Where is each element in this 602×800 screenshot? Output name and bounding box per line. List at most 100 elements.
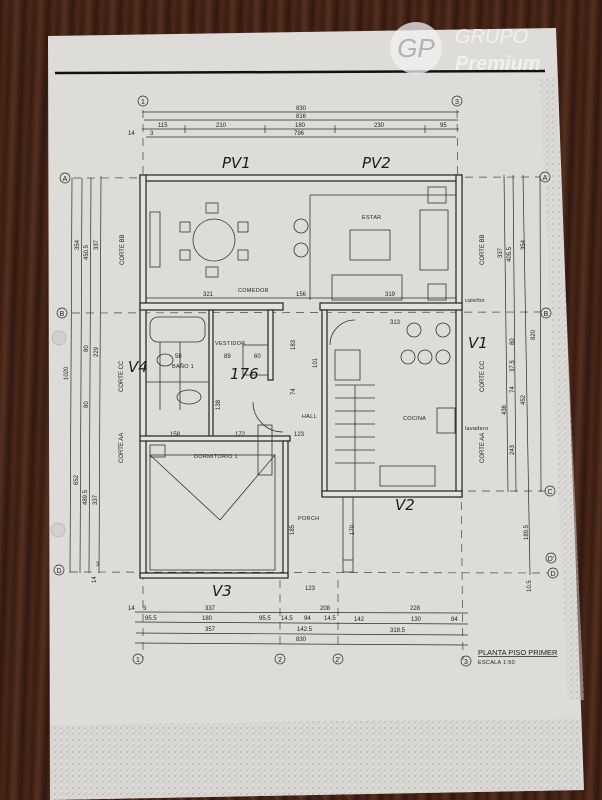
svg-text:V2: V2 (395, 496, 415, 514)
svg-text:COCINA: COCINA (403, 416, 426, 422)
svg-text:37.5: 37.5 (510, 360, 516, 372)
punch-hole (50, 522, 66, 538)
section-markers: CORTE BB CORTE BB CORTE CC CORTE CC CORT… (119, 234, 486, 463)
svg-text:COMEDOR: COMEDOR (238, 288, 269, 294)
svg-text:80: 80 (84, 345, 90, 352)
paper-edge-noise (540, 76, 584, 700)
svg-text:180: 180 (295, 123, 306, 129)
svg-text:A: A (543, 175, 548, 182)
svg-text:170: 170 (350, 524, 356, 535)
svg-text:243: 243 (510, 444, 516, 455)
photocopy-noise (50, 718, 583, 800)
interior-dimensions: 321 156 319 313 158 172 123 183 101 138 … (146, 292, 456, 592)
svg-text:337: 337 (93, 494, 99, 505)
svg-text:123: 123 (305, 586, 316, 592)
svg-text:354: 354 (75, 239, 81, 250)
top-dimensions: 830 816 115 210 180 230 95 796 14 3 (128, 106, 459, 138)
svg-text:PLANTA PISO PRIMER: PLANTA PISO PRIMER (478, 648, 558, 657)
svg-text:14: 14 (128, 131, 135, 137)
svg-text:A: A (63, 176, 68, 183)
svg-text:1020: 1020 (64, 366, 70, 380)
svg-text:V4: V4 (128, 358, 148, 376)
svg-text:89: 89 (224, 354, 231, 360)
svg-text:183: 183 (291, 339, 297, 350)
svg-text:796: 796 (294, 131, 305, 137)
svg-text:489.5: 489.5 (83, 489, 89, 505)
svg-text:1: 1 (141, 99, 145, 106)
svg-text:10.5: 10.5 (527, 580, 533, 592)
svg-text:V1: V1 (468, 334, 488, 352)
svg-text:357: 357 (205, 627, 216, 633)
svg-text:DORMITORIO 1: DORMITORIO 1 (194, 454, 238, 460)
svg-text:337: 337 (498, 247, 504, 258)
svg-text:830: 830 (296, 106, 307, 112)
svg-text:CORTE BB: CORTE BB (120, 234, 126, 265)
svg-text:lavadero: lavadero (465, 426, 489, 432)
svg-text:74: 74 (291, 388, 297, 395)
svg-text:CORTE BB: CORTE BB (480, 234, 486, 265)
svg-text:138: 138 (216, 399, 222, 410)
svg-text:60: 60 (254, 354, 261, 360)
svg-text:B: B (60, 311, 65, 318)
svg-text:B: B (544, 311, 549, 318)
svg-text:452: 452 (521, 394, 527, 405)
svg-text:CORTE AA: CORTE AA (480, 433, 486, 463)
svg-text:176: 176 (230, 365, 259, 383)
svg-text:830: 830 (296, 637, 307, 643)
svg-text:2: 2 (278, 657, 282, 664)
bottom-dimensions: 337 208 228 14 3 95.5 180 95.5 14.5 94 1… (128, 606, 469, 646)
right-dimensions: 337 405.5 354 820 80 37.5 74 436 452 243… (498, 174, 542, 592)
svg-text:3: 3 (143, 606, 147, 612)
handwritten-annotations: PV1 PV2 V1 V2 V3 V4 176 (128, 154, 488, 600)
svg-text:74: 74 (510, 386, 516, 393)
svg-text:185: 185 (290, 524, 296, 535)
svg-text:14: 14 (128, 606, 135, 612)
svg-text:Premium: Premium (455, 53, 541, 75)
svg-text:115: 115 (158, 123, 168, 129)
svg-text:816: 816 (296, 114, 307, 120)
svg-text:313: 313 (390, 320, 401, 326)
grid-bubbles: 1 3 1 2 2' 3 A B D A B C D' D (53, 95, 559, 667)
svg-text:D': D' (548, 556, 554, 563)
svg-text:158: 158 (170, 432, 181, 438)
svg-text:337: 337 (94, 239, 100, 250)
svg-text:ESCALA 1:50: ESCALA 1:50 (478, 660, 515, 666)
svg-text:172: 172 (235, 432, 246, 438)
svg-text:94: 94 (304, 616, 311, 622)
svg-text:PV2: PV2 (362, 154, 391, 172)
svg-text:450.5: 450.5 (84, 244, 90, 260)
svg-text:230: 230 (374, 123, 385, 129)
svg-text:436: 436 (502, 404, 508, 415)
svg-text:58: 58 (175, 354, 182, 360)
svg-text:101: 101 (313, 357, 319, 368)
svg-text:BAÑO 1: BAÑO 1 (172, 363, 194, 370)
svg-text:3: 3 (150, 131, 154, 137)
svg-text:PORCH: PORCH (298, 516, 319, 522)
svg-text:calefón: calefón (465, 298, 485, 304)
svg-text:95.5: 95.5 (259, 616, 271, 622)
svg-text:229: 229 (94, 346, 100, 357)
svg-text:CORTE AA: CORTE AA (119, 433, 125, 463)
svg-text:2': 2' (335, 657, 340, 664)
paper (48, 28, 584, 800)
svg-text:CORTE CC: CORTE CC (480, 360, 486, 392)
svg-text:80: 80 (84, 401, 90, 408)
svg-text:321: 321 (203, 292, 214, 298)
svg-text:210: 210 (216, 123, 227, 129)
svg-text:337: 337 (205, 606, 216, 612)
svg-text:130: 130 (411, 617, 422, 623)
svg-text:142: 142 (354, 617, 365, 623)
svg-text:354: 354 (521, 239, 527, 250)
furniture (146, 186, 456, 573)
svg-text:C: C (547, 489, 552, 496)
svg-text:318.5: 318.5 (390, 628, 406, 634)
svg-text:VESTIDOR: VESTIDOR (215, 341, 246, 347)
svg-text:95: 95 (440, 123, 447, 129)
svg-text:1: 1 (136, 657, 140, 664)
svg-text:405.5: 405.5 (507, 246, 513, 262)
svg-text:14: 14 (92, 576, 98, 583)
svg-text:14.5: 14.5 (324, 616, 336, 622)
svg-text:189.5: 189.5 (524, 524, 530, 540)
svg-text:D: D (56, 568, 61, 575)
room-labels: ESTAR COMEDOR VESTIDOR BAÑO 1 HALL COCIN… (172, 215, 489, 522)
